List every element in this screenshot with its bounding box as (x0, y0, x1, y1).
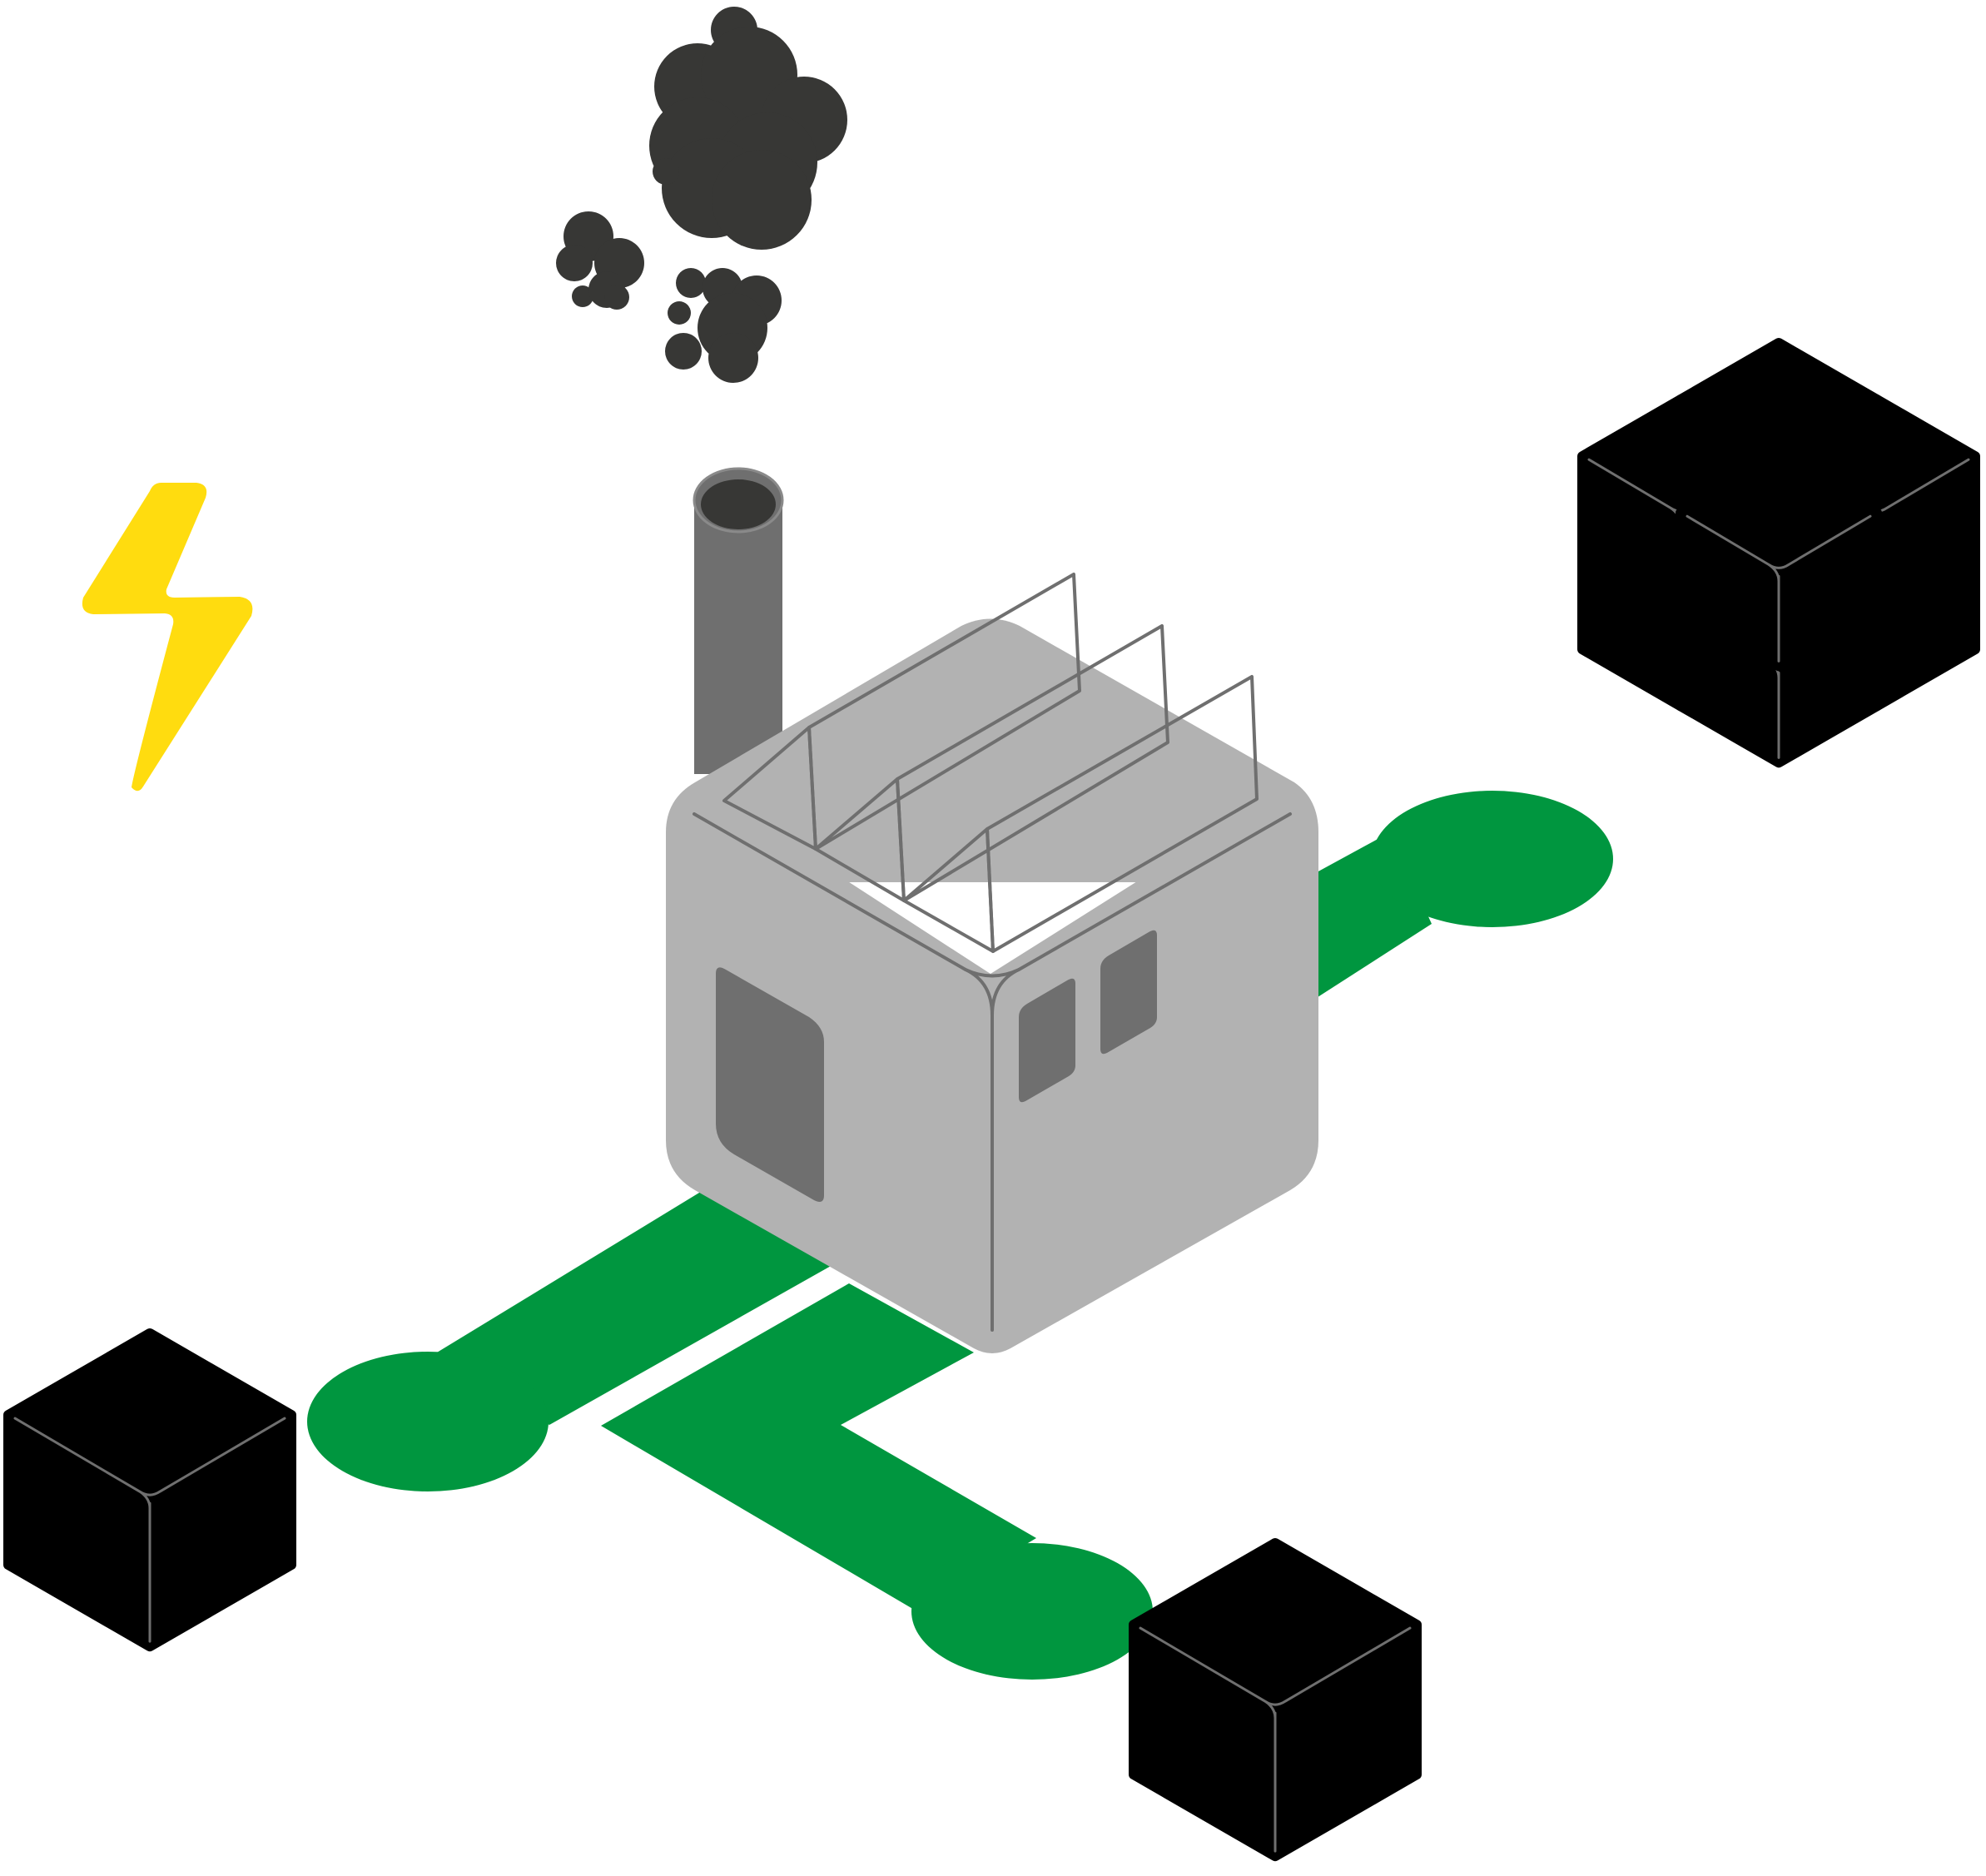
cube-edge (13, 1417, 286, 1643)
cube-edge (1686, 514, 1872, 663)
factory-corner-edge (964, 968, 1020, 1332)
cube-edge (1139, 1626, 1412, 1853)
chimney-opening (701, 479, 776, 529)
pipe-node-right (1372, 791, 1613, 927)
smoke-cloud-small-right (665, 268, 782, 383)
cube-body (3, 1328, 296, 1652)
cube-bottom (1129, 1538, 1422, 1862)
smoke-cloud-small-left (556, 211, 644, 310)
smoke-cloud-large (649, 7, 847, 250)
cluster-cube-8 (1676, 451, 1882, 672)
cube-icon (1129, 1538, 1422, 1862)
cube-body (1676, 451, 1882, 672)
cube-icon (3, 1328, 296, 1652)
factory-back-wall (695, 618, 1298, 882)
smoke-cloud-icon (556, 7, 847, 383)
chimney-icon (693, 467, 784, 774)
roof-light-face-3 (986, 675, 1259, 953)
cube-body (1129, 1538, 1422, 1862)
pipe-bottom-branch (601, 1283, 1036, 1610)
roof-light-face-1 (807, 573, 1081, 851)
factory-icon (666, 573, 1318, 1353)
cube-cluster-icon (1577, 338, 1980, 768)
roof-light-face-2 (896, 624, 1169, 902)
pipe-node-left (307, 1352, 549, 1491)
factory-door (716, 967, 824, 1202)
factory-window-1 (1019, 978, 1075, 1103)
lightning-bolt-icon (82, 483, 253, 792)
pipe-network (307, 791, 1613, 1680)
factory-window-2 (1100, 930, 1157, 1055)
cube-left (3, 1328, 296, 1652)
pipe-node-bottom (911, 1543, 1153, 1680)
chimney-body (694, 499, 782, 774)
pipe-left-branch (433, 1190, 832, 1425)
